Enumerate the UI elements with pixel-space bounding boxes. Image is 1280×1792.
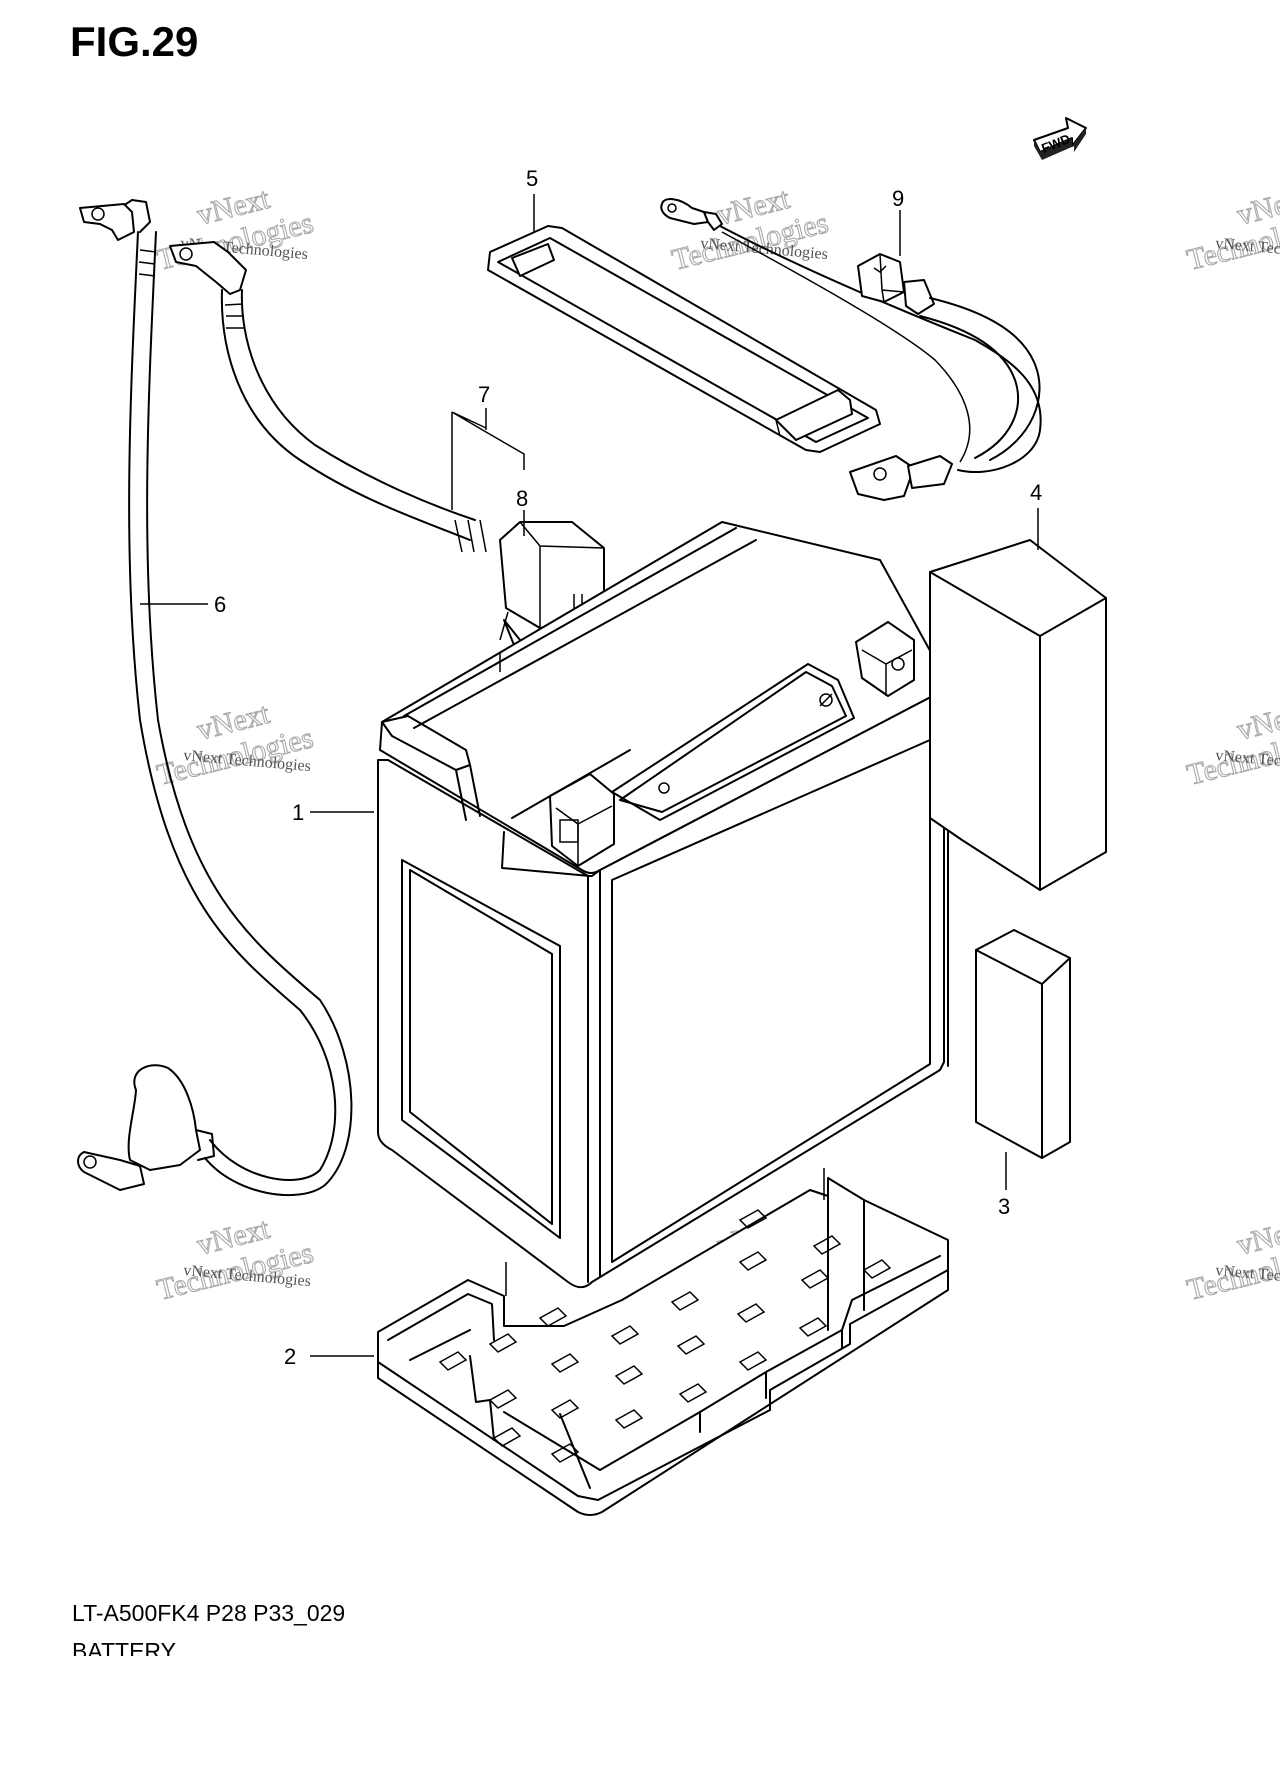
figure-title: FIG.29 <box>70 18 199 65</box>
svg-text:3: 3 <box>998 1194 1010 1219</box>
part-5-battery-band <box>487 225 881 453</box>
part-4-pad <box>929 539 1107 891</box>
part-1-battery <box>377 521 949 1289</box>
watermark-top-center: vNext Technologies vNext Technologies <box>668 181 832 277</box>
svg-text:4: 4 <box>1030 480 1042 505</box>
svg-text:8: 8 <box>516 486 528 511</box>
callout-7: 7 <box>451 382 525 510</box>
svg-text:6: 6 <box>214 592 226 617</box>
fwd-arrow-icon: FWD <box>1033 117 1087 160</box>
svg-text:5: 5 <box>526 166 538 191</box>
part-6-battery-cable <box>77 199 353 1197</box>
callout-4: 4 <box>1030 480 1042 550</box>
callout-9: 9 <box>892 186 904 256</box>
callout-3: 3 <box>998 1152 1010 1219</box>
svg-text:2: 2 <box>284 1344 296 1369</box>
watermark-mid-right: vNext Technologies vNext Technologies <box>1183 696 1280 792</box>
callout-5: 5 <box>526 166 538 232</box>
callout-8: 8 <box>516 486 528 536</box>
section-name: BATTERY <box>72 1638 176 1656</box>
part-3-pad <box>975 929 1071 1159</box>
callout-2: 2 <box>284 1344 374 1369</box>
svg-text:1: 1 <box>292 800 304 825</box>
watermark-top-right: vNext Technologies vNext Technologies <box>1183 181 1280 277</box>
svg-text:9: 9 <box>892 186 904 211</box>
callout-6: 6 <box>140 592 226 617</box>
part-2-battery-tray <box>377 1177 949 1516</box>
callout-1: 1 <box>292 800 374 825</box>
watermark-bottom-right: vNext Technologies vNext Technologies <box>1183 1211 1280 1307</box>
part-9-lead-wire <box>660 198 1042 501</box>
watermark-bottom-left: vNext Technologies vNext Technologies <box>153 1211 317 1307</box>
svg-text:7: 7 <box>478 382 490 407</box>
drawing-code: LT-A500FK4 P28 P33_029 <box>72 1600 346 1626</box>
watermark-mid-left: vNext Technologies vNext Technologies <box>153 696 317 792</box>
